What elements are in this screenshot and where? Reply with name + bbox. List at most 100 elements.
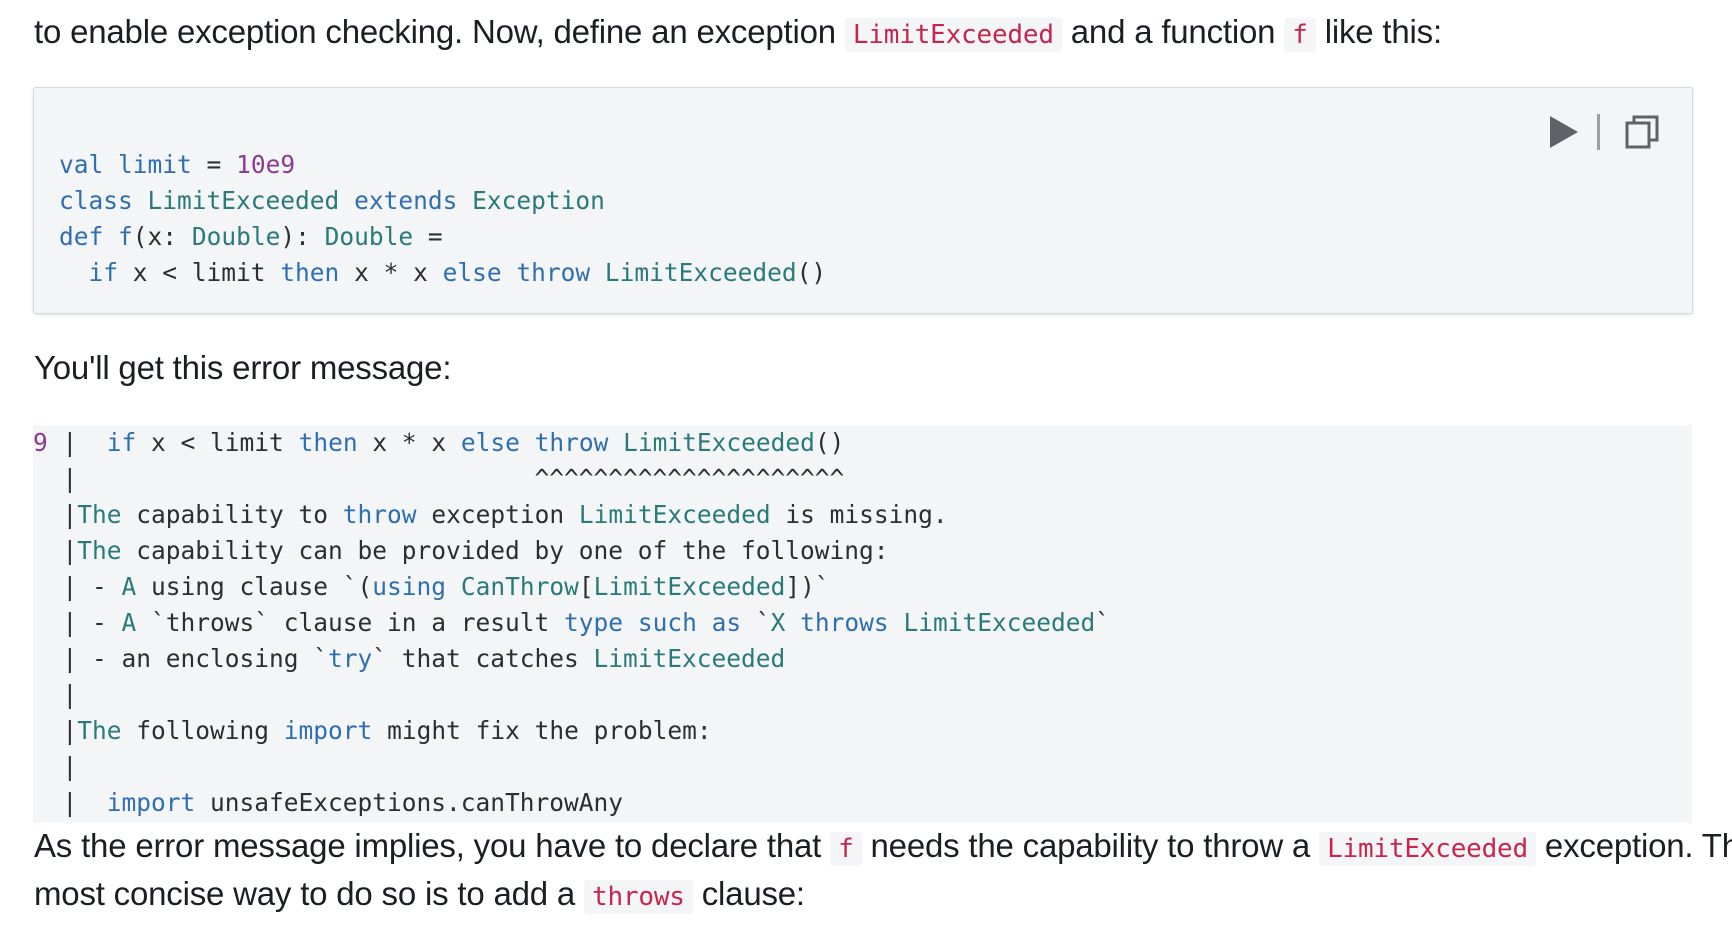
code-token: (x: <box>132 222 192 251</box>
code-token: `throws` clause in a result <box>136 608 565 637</box>
code-token: throw <box>342 500 417 529</box>
code-token: | <box>33 788 107 817</box>
code-token: ` that catches <box>372 644 594 673</box>
code-token: LimitExceeded <box>147 186 340 215</box>
code-token <box>590 258 605 287</box>
error-listing: 9 | if x < limit then x * x else throw L… <box>33 425 1110 821</box>
paragraph-text: like this: <box>1315 13 1442 50</box>
code-token: throw <box>534 428 609 457</box>
code-token: | <box>33 536 78 565</box>
copy-button[interactable] <box>1622 112 1662 152</box>
code-line: def f(x: Double): Double = <box>59 219 826 255</box>
inline-code: f <box>1284 18 1316 52</box>
code-token <box>520 428 535 457</box>
inline-code: f <box>830 832 862 866</box>
code-token: unsafeExceptions.canThrowAny <box>195 788 624 817</box>
code-token: LimitExceeded <box>593 644 786 673</box>
code-token <box>133 186 148 215</box>
code-token: f <box>118 222 133 251</box>
code-token <box>446 572 461 601</box>
error-line: | ^^^^^^^^^^^^^^^^^^^^^ <box>33 461 1110 497</box>
code-token: x < limit <box>136 428 299 457</box>
paragraph-explanation-cont: most concise way to do so is to add a th… <box>34 870 805 921</box>
paragraph-text: As the error message implies, you have t… <box>34 827 831 864</box>
code-token: A <box>121 572 137 601</box>
paragraph-text: clause: <box>692 875 805 912</box>
code-token: The <box>77 716 122 745</box>
code-token: ])` <box>785 572 830 601</box>
code-token: | <box>47 428 107 457</box>
inline-code: throws <box>584 880 693 914</box>
code-token: | <box>33 716 78 745</box>
code-token <box>339 186 354 215</box>
code-token <box>785 608 800 637</box>
code-token: try <box>328 644 373 673</box>
toolbar-separator <box>1597 114 1600 150</box>
paragraph-explanation: As the error message implies, you have t… <box>34 822 1732 873</box>
code-line: if x < limit then x * x else throw Limit… <box>59 255 827 291</box>
play-icon <box>1550 116 1578 148</box>
code-token: | <box>33 500 78 529</box>
paragraph-error-intro: You'll get this error message: <box>34 344 451 392</box>
code-token <box>608 428 623 457</box>
code-token: | <box>33 680 78 709</box>
copy-icon <box>1625 115 1659 149</box>
code-token: Exception <box>472 186 605 215</box>
code-token: if <box>106 428 137 457</box>
error-line: | <box>33 749 1110 785</box>
paragraph-text: exception. The <box>1544 827 1732 864</box>
code-token: using <box>372 572 447 601</box>
code-token: is missing. <box>770 500 948 529</box>
code-token <box>457 186 472 215</box>
error-line: | - an enclosing `try` that catches Limi… <box>33 641 1110 677</box>
code-token <box>103 222 118 251</box>
code-token: x * x <box>357 428 461 457</box>
code-token: class <box>59 186 133 215</box>
error-line: |The capability can be provided by one o… <box>33 533 1110 569</box>
code-token: LimitExceeded <box>578 500 771 529</box>
code-token <box>59 258 89 287</box>
code-token: extends <box>354 186 458 215</box>
code-token: then <box>280 258 340 287</box>
code-token: | ^^^^^^^^^^^^^^^^^^^^^ <box>33 464 845 493</box>
code-token: x < limit <box>118 258 281 287</box>
code-token: = <box>413 222 443 251</box>
code-token <box>502 258 517 287</box>
code-token: such <box>637 608 697 637</box>
code-token <box>103 150 118 179</box>
run-button[interactable] <box>1543 112 1583 152</box>
error-line: |The following import might fix the prob… <box>33 713 1110 749</box>
error-line: |The capability to throw exception Limit… <box>33 497 1110 533</box>
code-token: type <box>564 608 624 637</box>
code-token: | - <box>33 608 122 637</box>
code-token: throws <box>800 608 889 637</box>
code-token: exception <box>416 500 579 529</box>
error-line: | - A `throws` clause in a result type s… <box>33 605 1110 641</box>
code-token: if <box>88 258 119 287</box>
inline-code: LimitExceeded <box>1319 832 1536 866</box>
code-token: using clause `( <box>136 572 373 601</box>
error-line: 9 | if x < limit then x * x else throw L… <box>33 425 1110 461</box>
paragraph-text: and a function <box>1061 13 1285 50</box>
paragraph-text: most concise way to do so is to add a <box>34 875 585 912</box>
code-token: else <box>460 428 520 457</box>
code-token: () <box>796 258 827 287</box>
code-token: CanThrow <box>460 572 579 601</box>
code-token: then <box>298 428 358 457</box>
code-token: X <box>770 608 786 637</box>
code-token: ` <box>741 608 771 637</box>
code-token: LimitExceeded <box>903 608 1096 637</box>
paragraph-text: to enable exception checking. Now, defin… <box>34 13 845 50</box>
code-token: following <box>121 716 284 745</box>
code-token: val <box>59 150 104 179</box>
paragraph-intro: to enable exception checking. Now, defin… <box>34 8 1442 59</box>
code-token: limit <box>118 150 192 179</box>
code-token: | - <box>33 572 122 601</box>
code-token: = <box>191 150 237 179</box>
code-token: LimitExceeded <box>623 428 815 457</box>
code-token <box>889 608 904 637</box>
code-token: ): <box>280 222 325 251</box>
error-line: | import unsafeExceptions.canThrowAny <box>33 785 1110 821</box>
